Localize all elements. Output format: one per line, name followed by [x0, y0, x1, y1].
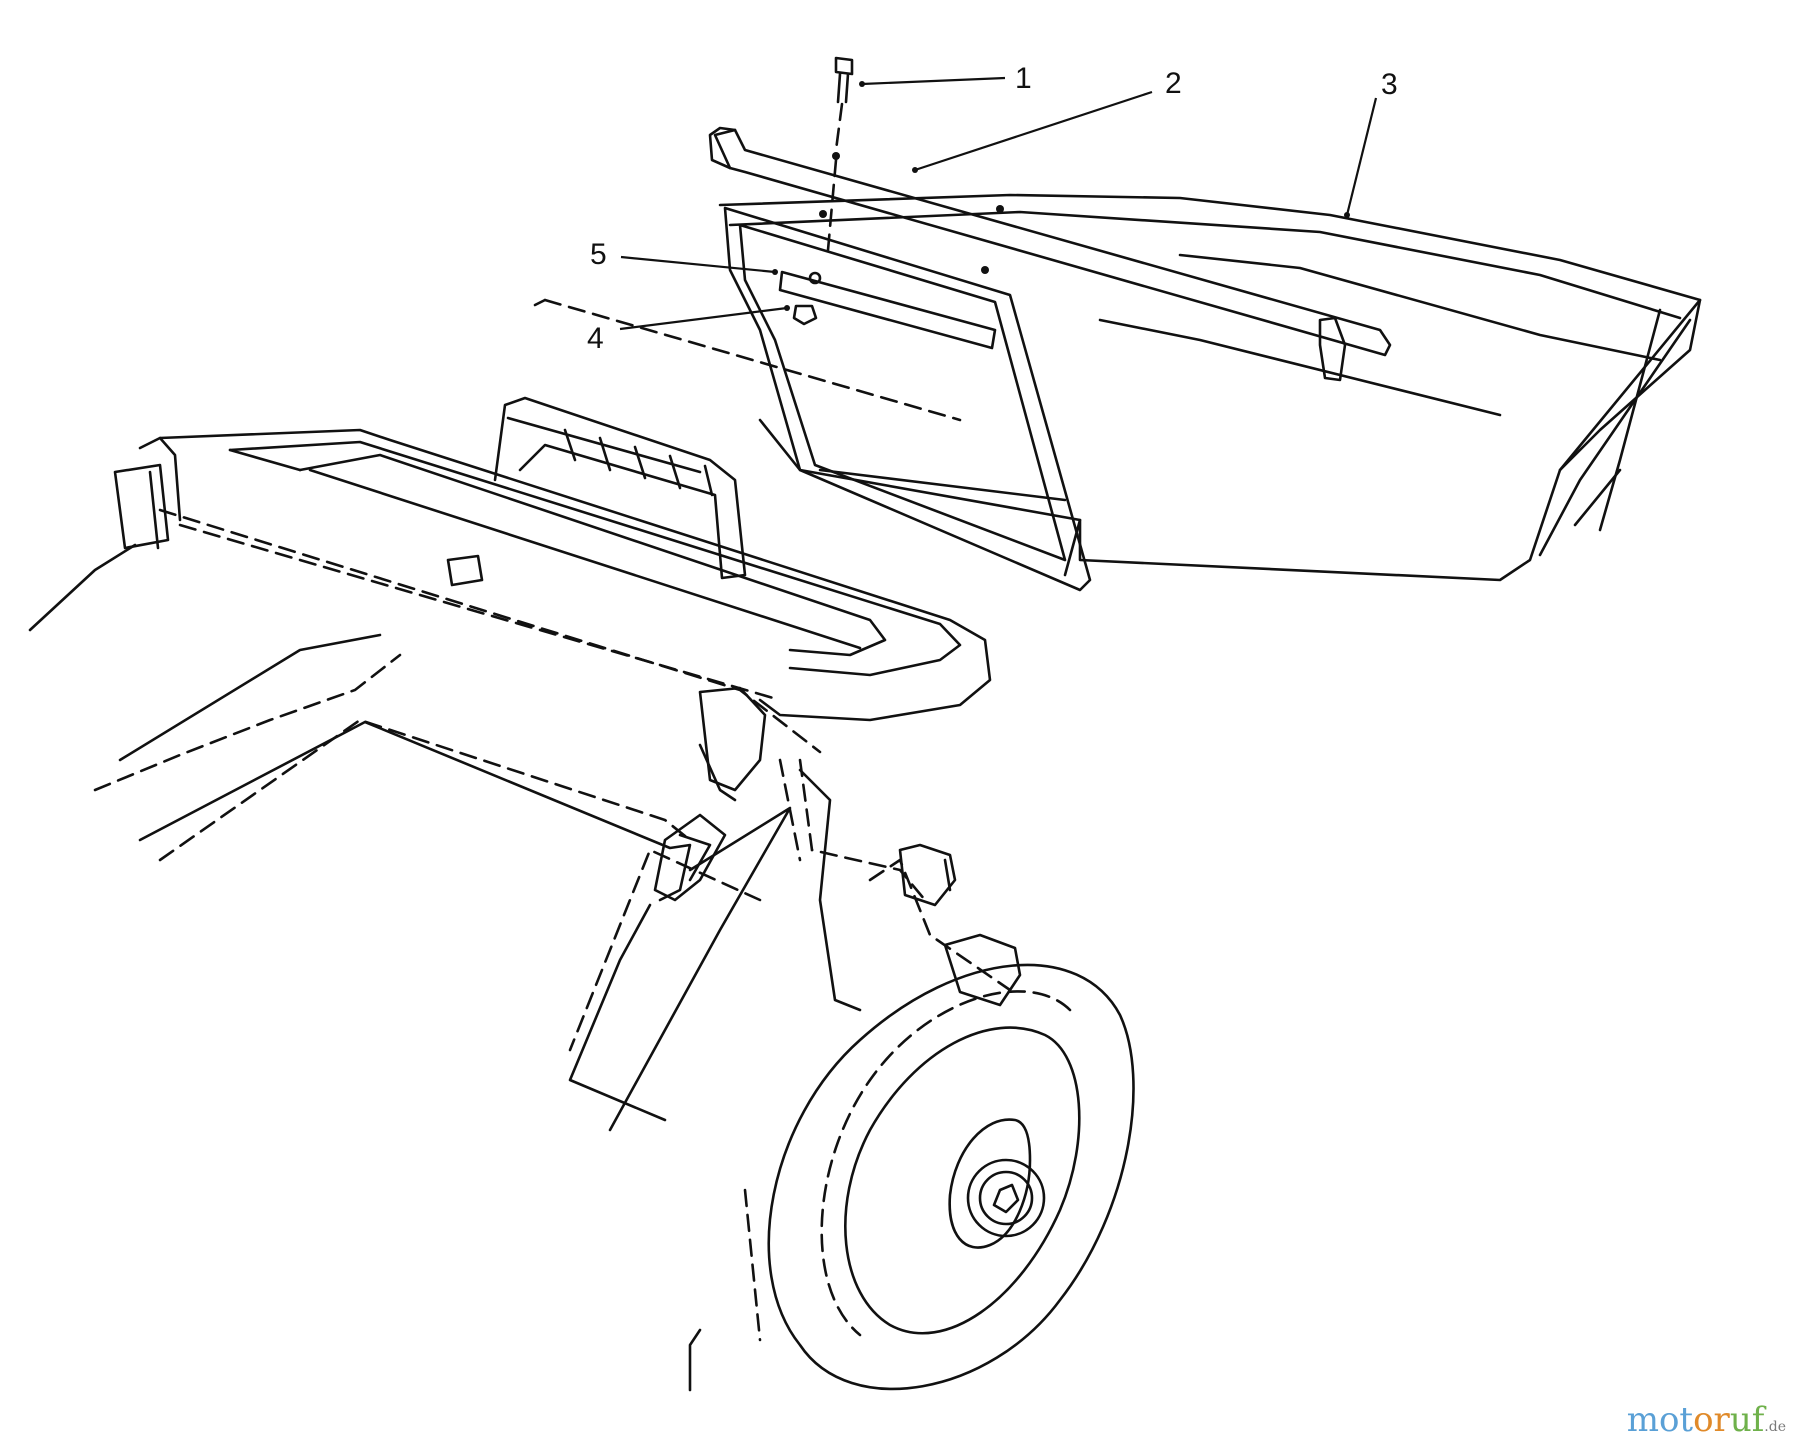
watermark-part3: uf	[1729, 1400, 1765, 1440]
hidden-lines	[93, 298, 1012, 1342]
handle-frame	[113, 396, 992, 802]
callout-1: 1	[1015, 62, 1032, 95]
mower-deck	[28, 543, 1022, 1392]
discharge-chute	[718, 193, 1702, 592]
bolt	[826, 56, 854, 252]
wheel	[767, 963, 1135, 1391]
watermark-logo: motoruf.de	[1627, 1403, 1786, 1437]
watermark-part1: mot	[1626, 1400, 1694, 1440]
callout-3: 3	[1381, 68, 1398, 101]
callout-5: 5	[590, 238, 607, 271]
watermark-part2: or	[1693, 1400, 1730, 1440]
callout-4: 4	[587, 322, 604, 355]
callout-leaders	[619, 76, 1378, 331]
plate	[778, 270, 997, 350]
nut	[792, 304, 818, 326]
bracket	[708, 126, 1392, 382]
watermark-suffix: .de	[1764, 1419, 1786, 1435]
callout-2: 2	[1165, 67, 1182, 100]
